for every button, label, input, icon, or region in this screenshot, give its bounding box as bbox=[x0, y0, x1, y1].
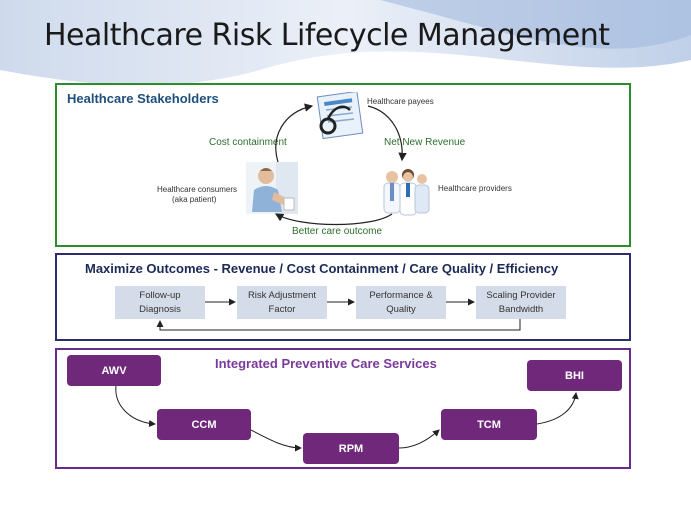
flow-step-line: Quality bbox=[386, 303, 416, 315]
header-background bbox=[0, 0, 691, 120]
flow-step-line: Risk Adjustment bbox=[247, 289, 317, 301]
stakeholders-heading: Healthcare Stakeholders bbox=[67, 91, 219, 106]
service-rpm: RPM bbox=[303, 433, 399, 464]
flow-step-line: Follow-up bbox=[139, 289, 181, 301]
flow-step-line: Performance & bbox=[369, 289, 433, 301]
flow-step-line: Diagnosis bbox=[139, 303, 181, 315]
service-awv: AWV bbox=[67, 355, 161, 386]
consumers-label: Healthcare consumers bbox=[157, 185, 238, 194]
flow-step-line: Bandwidth bbox=[498, 303, 544, 315]
providers-picture bbox=[383, 169, 430, 216]
cost-containment-label: Cost containment bbox=[209, 137, 287, 148]
providers-label: Healthcare providers bbox=[438, 184, 512, 193]
payees-label: Healthcare payees bbox=[367, 97, 434, 106]
consumer-picture bbox=[246, 162, 298, 214]
service-bhi: BHI bbox=[527, 360, 622, 391]
net-new-revenue-label: Net New Revenue bbox=[384, 137, 466, 148]
service-tcm: TCM bbox=[441, 409, 537, 440]
better-care-label: Better care outcome bbox=[292, 226, 383, 237]
flow-step-line: Factor bbox=[268, 303, 296, 315]
payee-document-icon bbox=[316, 92, 364, 140]
outcomes-heading: Maximize Outcomes - Revenue / Cost Conta… bbox=[85, 261, 559, 276]
page-title: Healthcare Risk Lifecycle Management bbox=[44, 18, 610, 53]
service-ccm: CCM bbox=[157, 409, 251, 440]
flow-step-performance: Performance & Quality bbox=[356, 286, 446, 319]
consumers-sublabel: (aka patient) bbox=[172, 195, 217, 204]
flow-step-line: Scaling Provider bbox=[486, 289, 556, 301]
services-heading: Integrated Preventive Care Services bbox=[215, 356, 437, 371]
